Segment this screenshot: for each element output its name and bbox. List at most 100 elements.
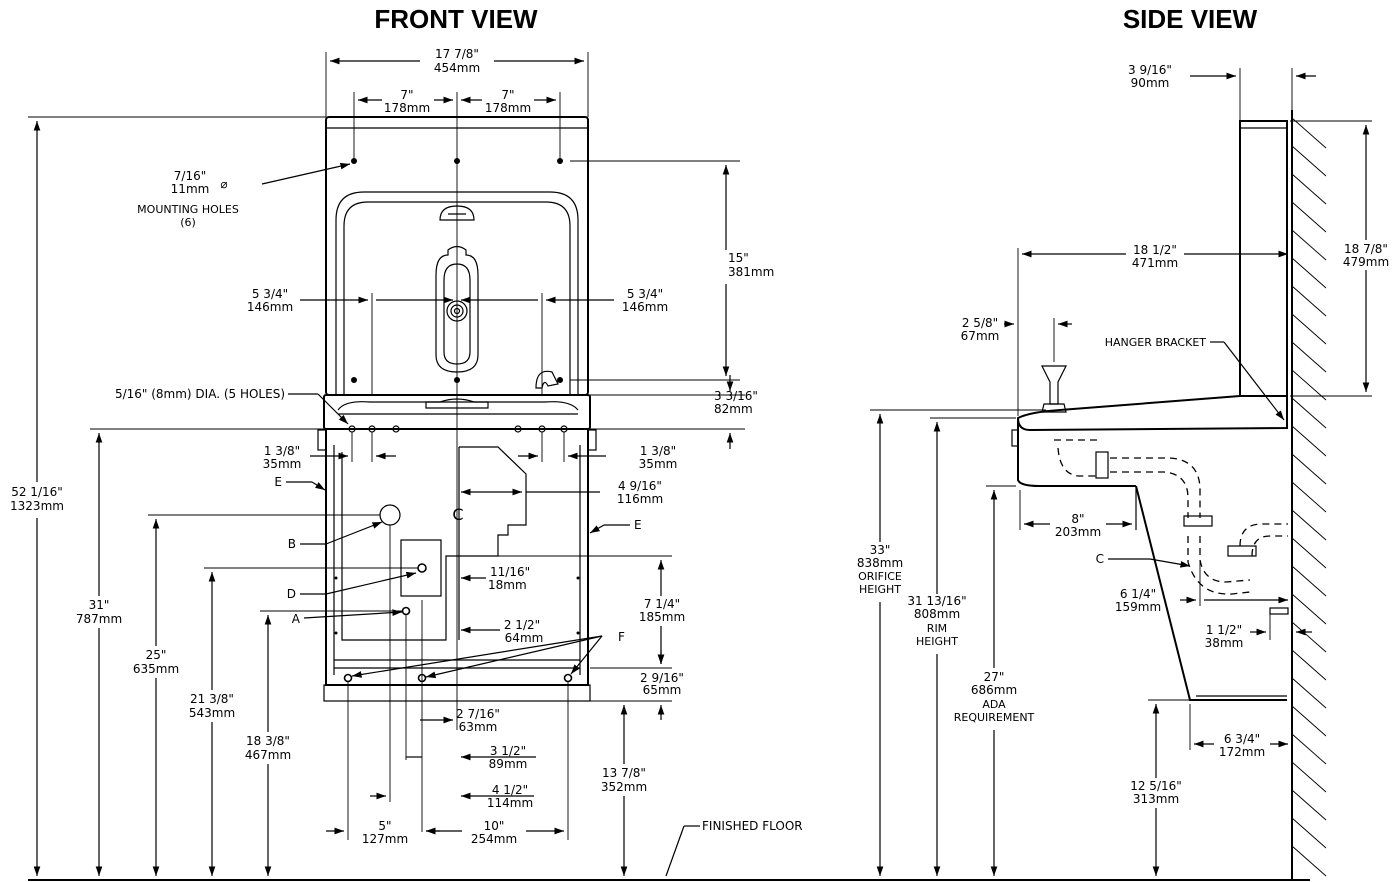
dim-bubbler-in: 2 5/8" xyxy=(962,316,998,330)
label-c: C xyxy=(452,505,463,524)
label-d: D xyxy=(287,587,296,601)
side-dimensions: 3 9/16" 90mm 18 1/2" 471mm 18 7/8" 479mm… xyxy=(846,63,1396,876)
dim-2-9-16-mm: 65mm xyxy=(643,683,682,697)
dim-25-mm: 635mm xyxy=(133,662,179,676)
dim-7-1-4-mm: 185mm xyxy=(639,610,685,624)
front-view-title: FRONT VIEW xyxy=(374,4,538,34)
dim-left-offset-in: 1 3/8" xyxy=(264,444,300,458)
dim-center-c-mm: 116mm xyxy=(617,492,663,506)
mounting-hole-size-mm: 11mm xyxy=(171,182,210,196)
dim-4-1-2-in: 4 1/2" xyxy=(492,783,528,797)
dim-center-c-in: 4 9/16" xyxy=(618,479,662,493)
dim-6-3-4-mm: 172mm xyxy=(1219,745,1265,759)
dim-6-1-4-in: 6 1/4" xyxy=(1120,587,1156,601)
dim-orifice-label-2: HEIGHT xyxy=(859,583,901,596)
dim-8-in: 8" xyxy=(1071,512,1084,526)
dim-11-16-in: 11/16" xyxy=(490,565,530,579)
dim-upper-left-mm: 146mm xyxy=(247,300,293,314)
dim-top-depth-in: 3 9/16" xyxy=(1128,63,1172,77)
diameter-symbol: ⌀ xyxy=(220,177,227,191)
side-label-c: C xyxy=(1096,552,1104,566)
label-e-right: E xyxy=(634,518,642,532)
dim-18-in: 18 3/8" xyxy=(246,734,290,748)
hanger-bracket-label: HANGER BRACKET xyxy=(1105,336,1207,349)
dim-2-9-16-in: 2 9/16" xyxy=(640,671,684,685)
side-view-title: SIDE VIEW xyxy=(1123,4,1258,34)
dim-right-offset-in: 1 3/8" xyxy=(640,444,676,458)
label-e-left: E xyxy=(274,475,282,489)
dim-rim-label: RIM xyxy=(927,622,947,635)
dim-bubbler-mm: 67mm xyxy=(961,329,1000,343)
dim-left-half-in: 7" xyxy=(400,88,413,102)
dim-depth-in: 18 1/2" xyxy=(1133,243,1177,257)
dim-5-in: 5" xyxy=(378,819,391,833)
dim-2-1-2-in: 2 1/2" xyxy=(504,618,540,632)
dim-overall-width-mm: 454mm xyxy=(434,61,480,75)
dim-31-in: 31" xyxy=(89,598,110,612)
dim-12-in: 12 5/16" xyxy=(1130,779,1182,793)
dim-height-in: 18 7/8" xyxy=(1344,242,1388,256)
mounting-holes-count: (6) xyxy=(180,216,196,229)
dim-13-7-8-in: 13 7/8" xyxy=(602,766,646,780)
dim-right-half-mm: 178mm xyxy=(485,101,531,115)
dim-1-1-2-mm: 38mm xyxy=(1205,636,1244,650)
dim-total-height-mm: 1323mm xyxy=(10,499,64,513)
dim-7-1-4-in: 7 1/4" xyxy=(644,597,680,611)
dim-ada-label-2: REQUIREMENT xyxy=(954,711,1035,724)
dim-3-1-2-in: 3 1/2" xyxy=(490,744,526,758)
dim-total-height-in: 52 1/16" xyxy=(11,485,63,499)
dim-10-mm: 254mm xyxy=(471,832,517,846)
dim-3-1-2-mm: 89mm xyxy=(489,757,528,771)
dim-4-1-2-mm: 114mm xyxy=(487,796,533,810)
dim-8-mm: 203mm xyxy=(1055,525,1101,539)
dim-6-1-4-mm: 159mm xyxy=(1115,600,1161,614)
dim-2-7-16-in: 2 7/16" xyxy=(456,707,500,721)
label-b: B xyxy=(288,537,296,551)
dim-18-mm: 467mm xyxy=(245,748,291,762)
wall-hatch xyxy=(1291,117,1327,877)
dim-rim-label-2: HEIGHT xyxy=(916,635,958,648)
dim-upper-right-in: 5 3/4" xyxy=(627,287,663,301)
side-view-unit xyxy=(1011,110,1327,880)
dim-height-mm: 479mm xyxy=(1343,255,1389,269)
dim-5-mm: 127mm xyxy=(362,832,408,846)
dim-upper-left-in: 5 3/4" xyxy=(252,287,288,301)
dim-12-mm: 313mm xyxy=(1133,792,1179,806)
dim-depth-mm: 471mm xyxy=(1132,256,1178,270)
dim-ada-in: 27" xyxy=(984,670,1005,684)
dim-10-in: 10" xyxy=(484,819,505,833)
front-view-unit xyxy=(317,92,597,730)
deck-holes-label: 5/16" (8mm) DIA. (5 HOLES) xyxy=(115,387,285,401)
label-a: A xyxy=(292,612,301,626)
mounting-hole-size-in: 7/16" xyxy=(174,169,206,183)
dim-overall-width-in: 17 7/8" xyxy=(435,47,479,61)
dim-rim-in: 31 13/16" xyxy=(907,594,966,608)
dim-right-offset-mm: 35mm xyxy=(639,457,678,471)
dim-rim-mm: 808mm xyxy=(914,607,960,621)
dim-13-7-8-mm: 352mm xyxy=(601,780,647,794)
dim-2-1-2-mm: 64mm xyxy=(505,631,544,645)
finished-floor-label: FINISHED FLOOR xyxy=(702,819,803,833)
dim-deck-mm: 82mm xyxy=(714,402,753,416)
dim-right-half-in: 7" xyxy=(501,88,514,102)
dim-upper-right-mm: 146mm xyxy=(622,300,668,314)
dim-ada-mm: 686mm xyxy=(971,683,1017,697)
dim-2-7-16-mm: 63mm xyxy=(459,720,498,734)
dim-orifice-in: 33" xyxy=(870,543,891,557)
dim-left-offset-mm: 35mm xyxy=(263,457,302,471)
label-f: F xyxy=(618,630,625,644)
front-dimensions: 17 7/8" 454mm 7" 178mm 7" 178mm 7/16" 11… xyxy=(4,44,1310,881)
mounting-holes-label: MOUNTING HOLES xyxy=(137,203,239,216)
dim-orifice-mm: 838mm xyxy=(857,556,903,570)
dim-upper-height-in: 15" xyxy=(728,251,749,265)
dim-orifice-label: ORIFICE xyxy=(858,570,902,583)
dim-6-3-4-in: 6 3/4" xyxy=(1224,732,1260,746)
dim-deck-in: 3 3/16" xyxy=(714,389,758,403)
dim-top-depth-mm: 90mm xyxy=(1131,76,1170,90)
dim-ada-label: ADA xyxy=(982,698,1006,711)
dim-upper-height-mm: 381mm xyxy=(728,265,774,279)
dim-31-mm: 787mm xyxy=(76,612,122,626)
dim-1-1-2-in: 1 1/2" xyxy=(1206,623,1242,637)
dim-21-in: 21 3/8" xyxy=(190,692,234,706)
